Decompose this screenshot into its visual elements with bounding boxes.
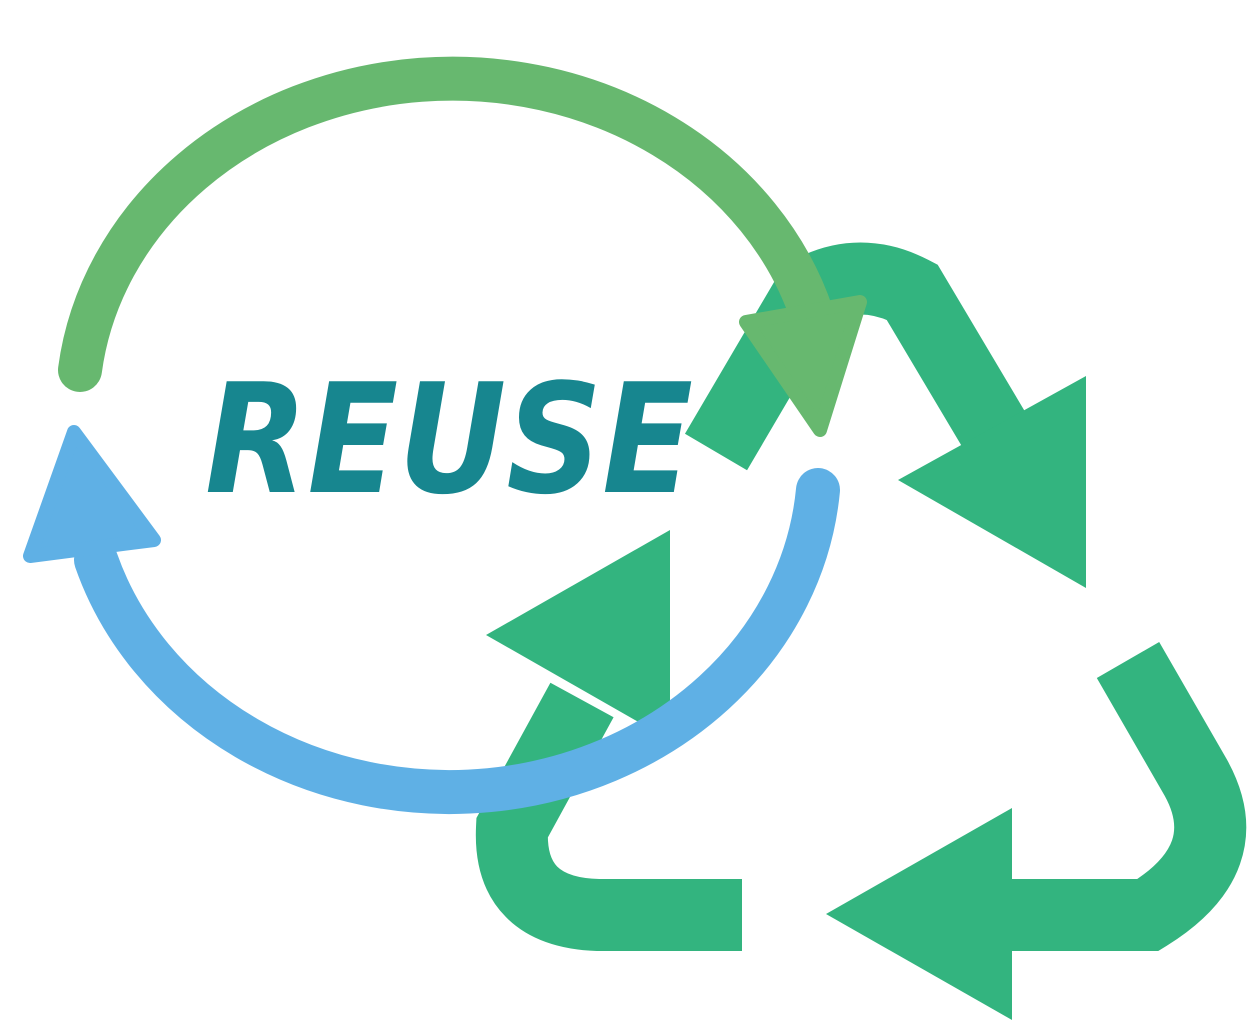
recycle-arrowhead-right [898,376,1086,588]
top-arc-arrowhead [739,295,867,437]
recycle-triangle-icon [475,242,1247,1020]
bottom-arc-arrow-icon [23,425,840,814]
bottom-arc [74,468,840,814]
recycle-arrowhead-left [486,530,670,740]
bottom-arc-arrowhead [23,425,161,563]
reuse-wordmark: REUSE [205,351,693,528]
top-arc [58,56,834,392]
recycle-bar-bottom [475,682,742,951]
recycle-bar-right [1010,642,1247,951]
recycle-arrowhead-bottom [826,808,1012,1020]
top-arc-arrow-icon [58,56,867,437]
